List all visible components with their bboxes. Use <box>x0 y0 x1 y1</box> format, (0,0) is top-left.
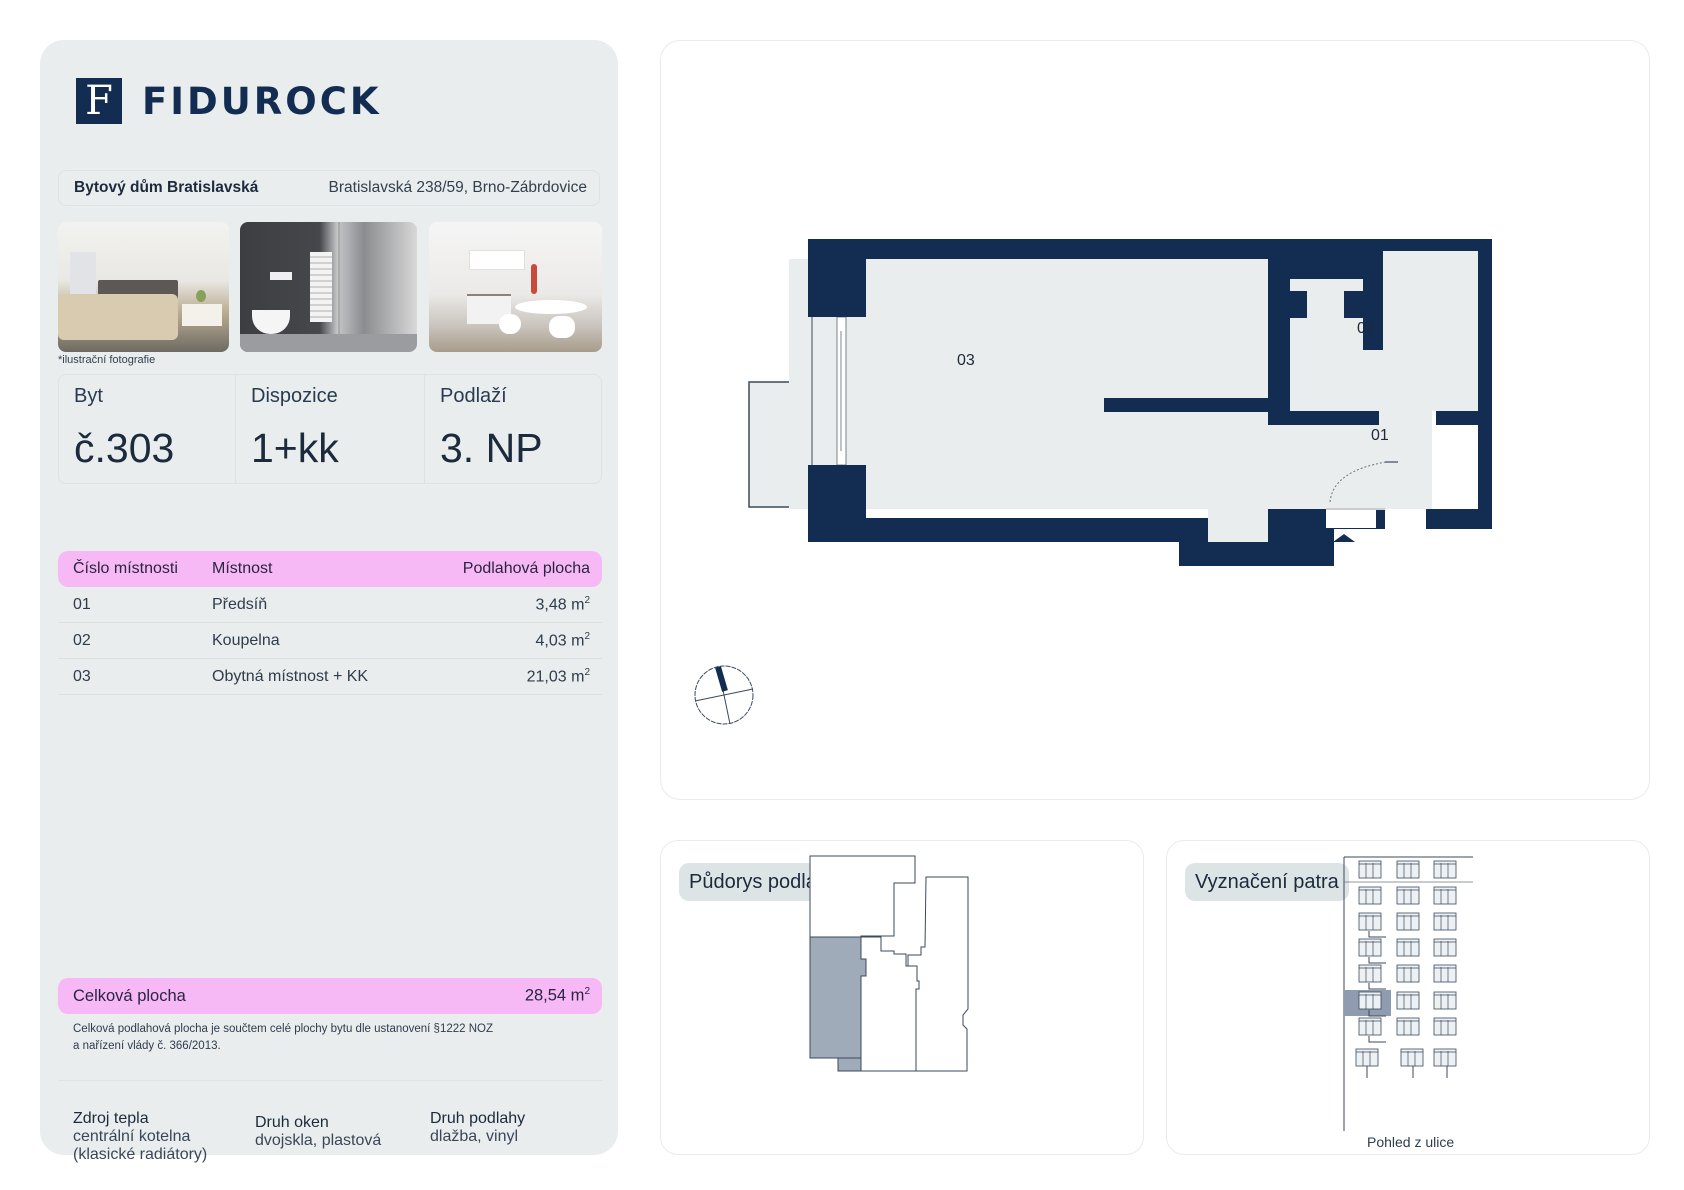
photo-gallery <box>58 222 602 352</box>
stat-value: 3. NP <box>440 425 543 471</box>
unit-superscript: 2 <box>584 630 590 642</box>
room-label-03: 03 <box>957 352 975 369</box>
table-row: 03 Obytná místnost + KK 21,03 m2 <box>58 659 602 695</box>
total-area-label: Celková plocha <box>73 986 186 1005</box>
room-number: 01 <box>73 595 91 613</box>
apartment-stats: Byt č.303 Dispozice 1+kk Podlaží 3. NP <box>58 374 602 484</box>
building-facade-elevation <box>1343 856 1473 1131</box>
building-address-bar: Bytový dům Bratislavská Bratislavská 238… <box>58 170 600 206</box>
spec-title: Druh oken <box>255 1114 329 1131</box>
apartment-floor-plan: 03 02 01 <box>694 239 1492 725</box>
table-row: 01 Předsíň 3,48 m2 <box>58 587 602 623</box>
brand-name: FIDUROCK <box>142 79 382 123</box>
stat-value: 1+kk <box>251 425 339 471</box>
building-address: Bratislavská 238/59, Brno-Zábrdovice <box>328 179 587 196</box>
spec-windows: Druh oken dvojskla, plastová <box>255 1114 381 1150</box>
stat-floor: Podlaží 3. NP <box>425 375 601 483</box>
room-name: Koupelna <box>212 631 280 649</box>
spec-title: Druh podlahy <box>430 1110 526 1127</box>
floor-marking-card: Vyznačení patra <box>1166 840 1650 1155</box>
total-area-bar: Celková plocha 28,54 m2 <box>58 978 602 1014</box>
table-header: Číslo místnosti Místnost Podlahová ploch… <box>58 551 602 587</box>
room-number: 02 <box>73 631 91 649</box>
stat-value: č.303 <box>74 425 175 471</box>
floor-overview-map <box>809 855 969 1072</box>
street-view-caption: Pohled z ulice <box>1367 1134 1455 1150</box>
stat-apartment: Byt č.303 <box>59 375 236 483</box>
room-name: Předsíň <box>212 595 268 613</box>
spec-title: Zdroj tepla <box>73 1110 149 1127</box>
photo-kitchen[interactable] <box>429 222 602 352</box>
photo-caption: *ilustrační fotografie <box>58 354 156 366</box>
floor-marking-title: Vyznačení patra <box>1185 863 1349 901</box>
floor-plan-card: 03 02 01 <box>660 40 1650 800</box>
stat-layout: Dispozice 1+kk <box>236 375 425 483</box>
room-area: 21,03 m2 <box>527 667 590 686</box>
note-line: a nařízení vlády č. 366/2013. <box>73 1040 221 1052</box>
room-area-value: 3,48 m <box>535 596 585 614</box>
unit-superscript: 2 <box>584 594 590 606</box>
room-number: 03 <box>73 667 91 685</box>
entrance-arrow-icon <box>1333 534 1355 542</box>
room-name: Obytná místnost + KK <box>212 667 369 685</box>
table-row: 02 Koupelna 4,03 m2 <box>58 623 602 659</box>
apartment-info-panel: F FIDUROCK Bytový dům Bratislavská Brati… <box>40 40 618 1163</box>
compass-icon <box>694 665 754 725</box>
rooms-table: Číslo místnosti Místnost Podlahová ploch… <box>58 551 602 695</box>
spec-value: centrální kotelna <box>73 1128 191 1145</box>
room-area-value: 4,03 m <box>535 632 585 650</box>
spec-value: (klasické radiátory) <box>73 1146 208 1163</box>
photo-bedroom[interactable] <box>58 222 229 352</box>
total-area-note: Celková podlahová plocha je součtem celé… <box>73 1021 553 1055</box>
divider <box>58 1080 602 1081</box>
photo-bathroom[interactable] <box>240 222 417 352</box>
room-area-value: 21,03 m <box>526 668 585 686</box>
floor-overview-card: Půdorys podlaží <box>660 840 1144 1155</box>
spec-value: dvojskla, plastová <box>255 1132 382 1149</box>
unit-superscript: 2 <box>584 666 590 678</box>
spec-flooring: Druh podlahy dlažba, vinyl <box>430 1110 525 1146</box>
unit-superscript: 2 <box>584 986 590 998</box>
room-label-02: 02 <box>1357 320 1375 337</box>
header-room-number: Číslo místnosti <box>73 560 178 577</box>
note-line: Celková podlahová plocha je součtem celé… <box>73 1023 494 1035</box>
header-room-name: Místnost <box>212 560 273 577</box>
total-area-number: 28,54 m <box>524 986 585 1005</box>
stat-label: Byt <box>74 385 103 407</box>
logo-mark-icon: F <box>76 78 122 124</box>
brand-logo: F FIDUROCK <box>76 78 382 124</box>
header-floor-area: Podlahová plocha <box>462 560 590 577</box>
stat-label: Podlaží <box>440 385 507 407</box>
total-area-value: 28,54 m2 <box>525 986 590 1006</box>
building-name: Bytový dům Bratislavská <box>74 179 259 196</box>
stat-label: Dispozice <box>251 385 338 407</box>
room-label-01: 01 <box>1371 427 1389 444</box>
room-area: 4,03 m2 <box>536 631 590 650</box>
room-area: 3,48 m2 <box>536 595 590 614</box>
highlighted-apartment-zone <box>809 936 867 1059</box>
spec-heating: Zdroj tepla centrální kotelna (klasické … <box>73 1110 207 1164</box>
spec-value: dlažba, vinyl <box>430 1128 519 1145</box>
